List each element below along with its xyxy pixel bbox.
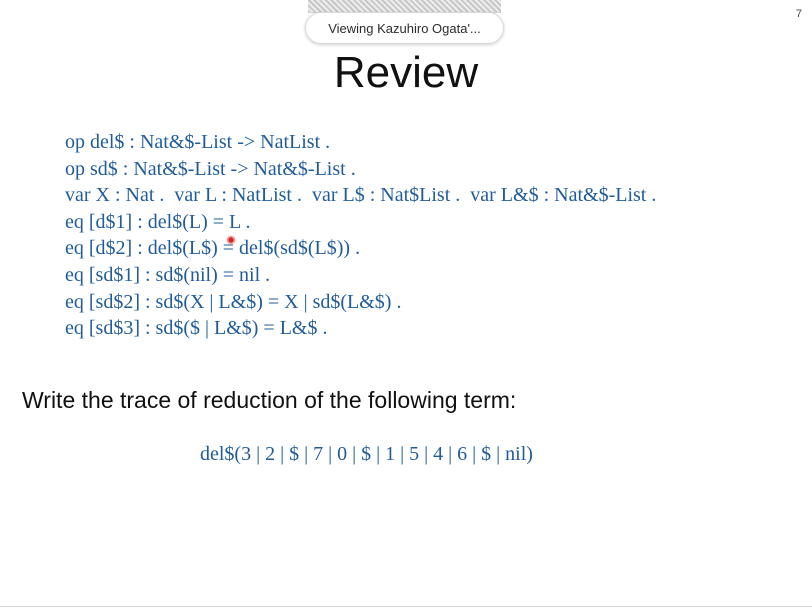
slide-title: Review	[333, 48, 479, 97]
code-line: eq [sd$2] : sd$(X | L&$) = X | sd$(L&$) …	[65, 290, 402, 313]
code-line: eq [d$1] : del$(L) = L .	[65, 210, 251, 233]
term-expression: del$(3 | 2 | $ | 7 | 0 | $ | 1 | 5 | 4 |…	[200, 443, 533, 465]
instruction-text: Write the trace of reduction of the foll…	[22, 387, 517, 413]
code-block: op del$ : Nat&$-List -> NatList . op sd$…	[65, 129, 656, 342]
viewing-label: Viewing Kazuhiro Ogata'...	[328, 20, 481, 36]
code-line: eq [sd$1] : sd$(nil) = nil .	[65, 263, 271, 286]
code-line: eq [d$2] : del$(L$) = del$(sd$(L$)) .	[65, 237, 361, 260]
code-line: op del$ : Nat&$-List -> NatList .	[65, 131, 331, 153]
slide-number: 7	[795, 8, 802, 20]
viewing-indicator[interactable]: Viewing Kazuhiro Ogata'...	[305, 12, 504, 44]
code-line: eq [sd$3] : sd$($ | L&$) = L&$ .	[65, 317, 328, 340]
laser-pointer	[226, 235, 236, 245]
code-line: var X : Nat . var L : NatList . var L$ :…	[65, 184, 657, 207]
bottom-divider	[0, 606, 812, 607]
code-line: op sd$ : Nat&$-List -> Nat&$-List .	[65, 157, 356, 180]
